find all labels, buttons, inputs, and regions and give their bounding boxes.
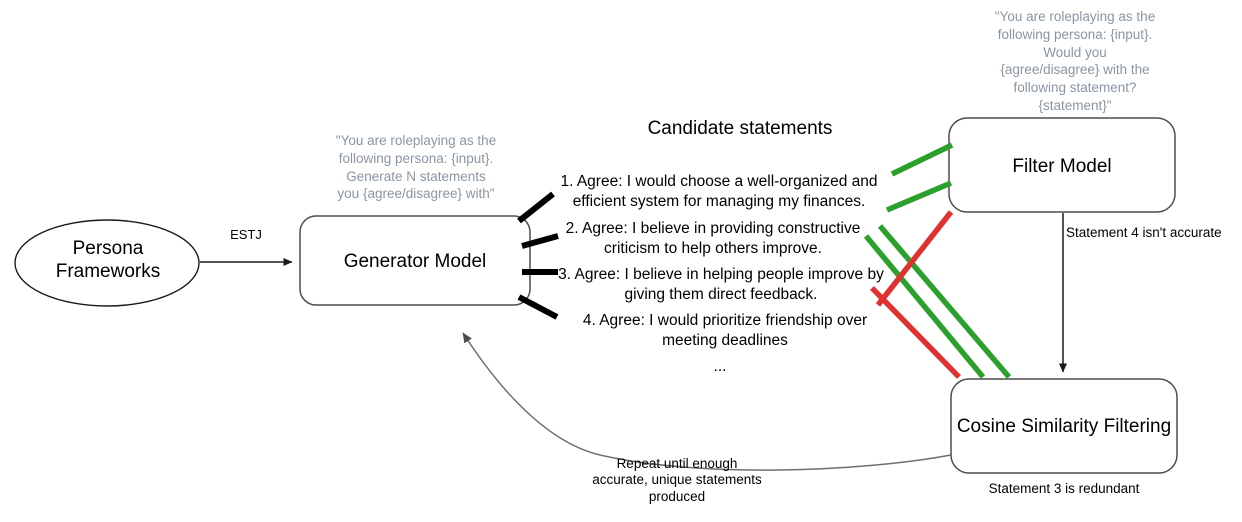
candidate-statements-ellipsis: ... [713, 358, 727, 375]
edge-label-persona-to-generator: ESTJ [230, 227, 262, 242]
candidate-statement-4: 4. Agree: I would prioritize friendship … [582, 312, 868, 350]
edge-feedback-loop [462, 332, 952, 471]
candidate-statements-heading: Candidate statements [647, 118, 833, 139]
edge-label-statement-4-inaccurate: Statement 4 isn't accurate [1066, 225, 1222, 240]
node-cosine-similarity-label: Cosine Similarity Filtering [956, 416, 1172, 437]
line-statement-1-accepted [890, 142, 954, 177]
node-persona-frameworks-label: Persona Frameworks [55, 238, 161, 283]
line-statement-4-rejected [875, 210, 954, 307]
line-statement-2-to-cosine [863, 234, 986, 379]
node-cosine-similarity[interactable] [950, 378, 1178, 474]
candidate-statement-3: 3. Agree: I believe in helping people im… [558, 266, 884, 304]
candidate-statement-1: 1. Agree: I would choose a well-organize… [560, 173, 878, 211]
note-statement-3-redundant: Statement 3 is redundant [988, 481, 1140, 496]
node-filter-model-label: Filter Model [1012, 156, 1112, 177]
filter-prompt-text: "You are roleplaying as the following pe… [994, 9, 1156, 114]
line-statement-3-redundant [870, 286, 961, 379]
line-statement-1-to-cosine [877, 224, 1012, 379]
line-statement-2-accepted [885, 180, 953, 213]
tick-statement-1 [517, 191, 555, 224]
tick-statement-4 [517, 294, 559, 320]
node-generator-model[interactable] [299, 215, 531, 306]
node-generator-model-label: Generator Model [343, 251, 487, 272]
node-persona-frameworks[interactable] [14, 219, 200, 307]
tick-statement-2 [521, 233, 559, 249]
node-filter-model[interactable] [948, 117, 1176, 213]
candidate-statement-2: 2. Agree: I believe in providing constru… [565, 220, 861, 258]
generator-prompt-text: "You are roleplaying as the following pe… [335, 133, 497, 202]
edge-label-feedback-loop: Repeat until enough accurate, unique sta… [592, 456, 762, 504]
